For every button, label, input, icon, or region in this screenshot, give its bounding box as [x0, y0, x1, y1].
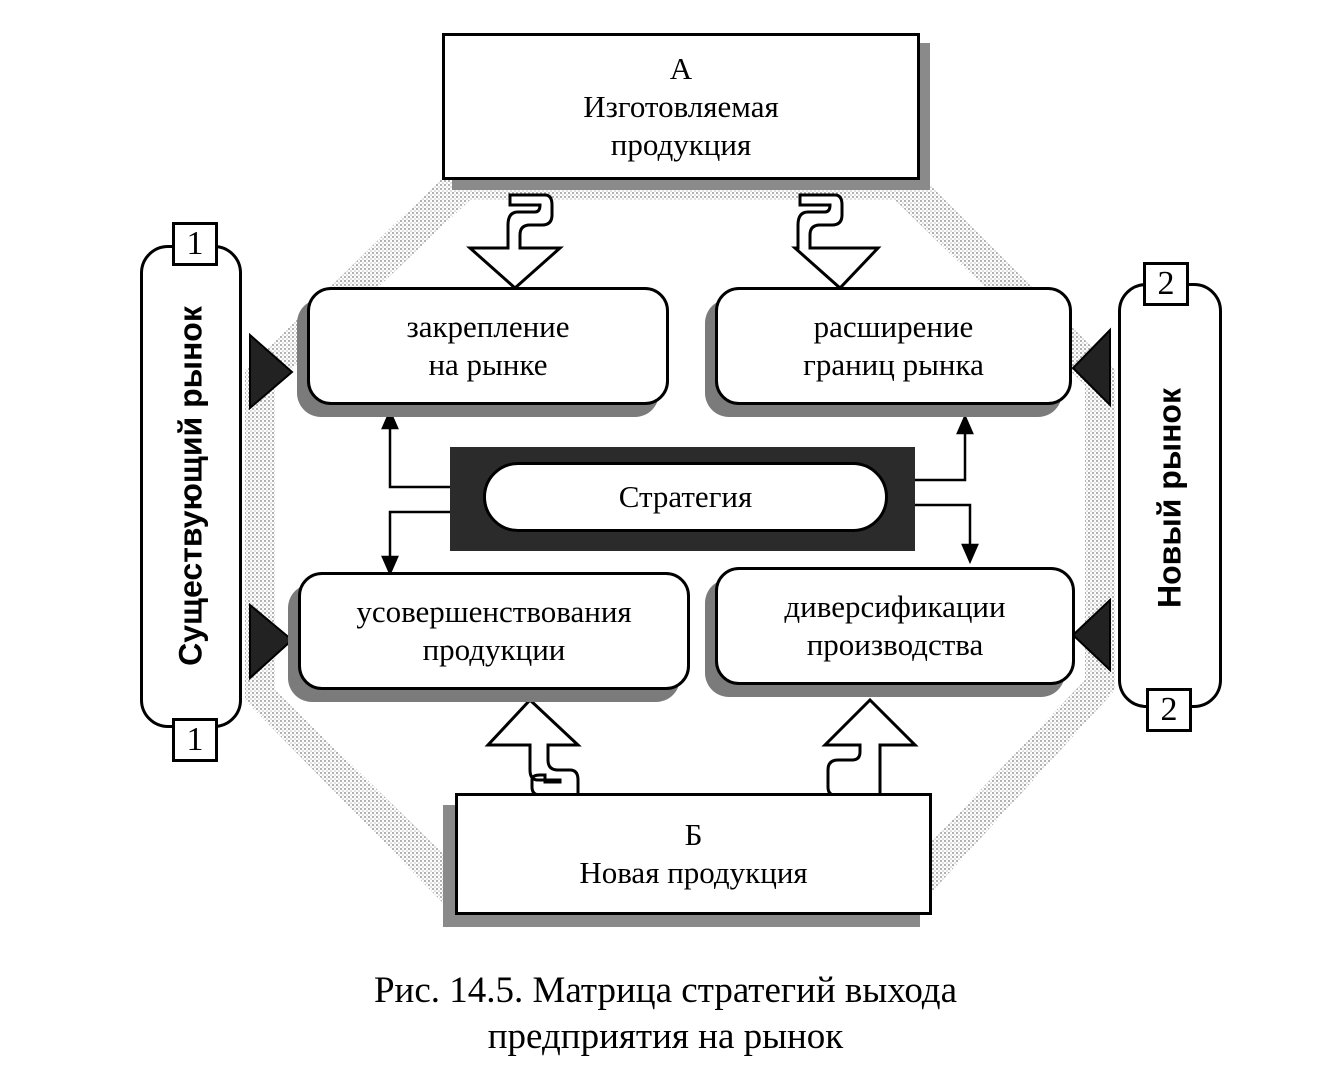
quadrant-top-right: расширение границ рынка: [715, 287, 1072, 405]
quadrant-bottom-left: усовершенствования продукции: [298, 572, 690, 690]
arrowhead-bottom-left: [381, 555, 399, 577]
right-market-label: Новый рынок: [1151, 388, 1188, 608]
top-box-products: А Изготовляемая продукция: [442, 33, 920, 180]
right-market-number-bottom: 2: [1146, 688, 1192, 732]
top-box-line2: продукция: [610, 126, 752, 162]
quadrant-top-left: закрепление на рынке: [307, 287, 669, 405]
left-market-number-top: 1: [172, 222, 218, 266]
figure-caption: Рис. 14.5. Матрица стратегий выхода пред…: [0, 968, 1331, 1060]
bottom-box-new-products: Б Новая продукция: [455, 793, 932, 915]
caption-line2: предприятия на рынок: [487, 1016, 844, 1057]
arrowhead-bottom-right: [961, 543, 979, 565]
quadrant-top-left-line1: закрепление: [406, 309, 570, 344]
top-box-letter: А: [669, 50, 693, 86]
triangle-left-top: [249, 332, 294, 411]
arrowhead-top-right: [956, 413, 974, 435]
quadrant-bottom-left-line2: продукции: [422, 632, 566, 667]
quadrant-bottom-right: диверсификации производства: [715, 567, 1075, 685]
bottom-box-line1: Новая продукция: [579, 855, 808, 890]
right-market-bar: [1118, 283, 1222, 708]
arrowhead-top-left: [381, 408, 399, 430]
strategy-label: Стратегия: [483, 462, 888, 532]
connector-to-top-right: [915, 430, 967, 482]
quadrant-top-right-line1: расширение: [813, 309, 974, 344]
triangle-right-bottom: [1071, 597, 1111, 673]
top-box-line1: Изготовляемая: [583, 88, 779, 124]
quadrant-top-left-line2: на рынке: [428, 347, 548, 382]
hollow-arrow-down-right: [791, 193, 882, 291]
quadrant-top-right-line2: границ рынка: [803, 347, 984, 382]
connector-to-bottom-right: [915, 503, 972, 548]
triangle-right-top: [1071, 327, 1111, 408]
triangle-left-bottom: [249, 602, 294, 681]
left-market-label: Существующий рынок: [172, 306, 209, 666]
connector-to-bottom-left: [388, 510, 450, 560]
bottom-box-letter: Б: [684, 817, 703, 852]
hollow-arrow-up-left: [484, 697, 582, 797]
hollow-arrow-down-left: [466, 193, 564, 291]
quadrant-bottom-right-line2: производства: [806, 627, 984, 662]
caption-line1: Рис. 14.5. Матрица стратегий выхода: [373, 970, 958, 1011]
right-market-number-top: 2: [1143, 262, 1189, 306]
connector-to-top-left: [388, 425, 450, 489]
quadrant-bottom-right-line1: диверсификации: [784, 589, 1006, 624]
left-market-number-bottom: 1: [172, 718, 218, 762]
quadrant-bottom-left-line1: усовершенствования: [356, 594, 632, 629]
